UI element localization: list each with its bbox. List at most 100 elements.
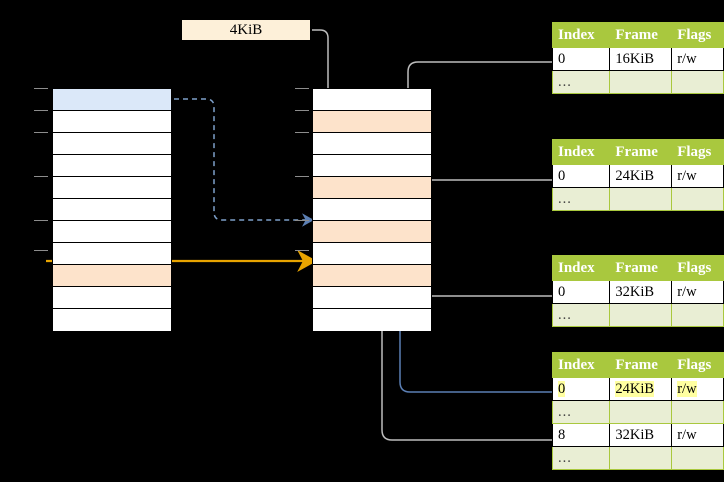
ruler-tick [295, 176, 309, 177]
table-ellipsis-row: ... [551, 187, 724, 211]
page-size-label: 4KiB [182, 20, 310, 40]
cell-frame: 24KiB [609, 377, 673, 401]
cell-index: ... [551, 400, 611, 424]
cell-flags [671, 303, 724, 327]
physical-memory-column [312, 88, 432, 331]
cell-index: 0 [551, 280, 611, 304]
memory-cell [313, 221, 431, 243]
memory-cell [53, 133, 171, 155]
cell-flags: r/w [671, 47, 724, 71]
column-header-frame: Frame [609, 139, 673, 165]
memory-cell [53, 309, 171, 331]
highlighted-value: 0 [558, 380, 566, 397]
column-header-frame: Frame [609, 352, 673, 378]
memory-cell [313, 155, 431, 177]
table-row: 0 24KiB r/w [551, 377, 724, 401]
ruler-tick [295, 250, 309, 251]
cell-index: 8 [551, 423, 611, 447]
ruler-tick [34, 88, 48, 89]
ruler-tick [295, 220, 309, 221]
memory-cell [313, 265, 431, 287]
column-header-index: Index [551, 139, 611, 165]
column-header-flags: Flags [671, 352, 724, 378]
memory-cell [53, 199, 171, 221]
ruler-tick [295, 110, 309, 111]
memory-cell [53, 287, 171, 309]
ruler-tick [34, 220, 48, 221]
table-ellipsis-row: ... [551, 303, 724, 327]
cell-flags: r/w [671, 280, 724, 304]
cell-flags: r/w [671, 164, 724, 188]
cell-flags [671, 400, 724, 424]
cell-flags [671, 187, 724, 211]
ruler-tick [295, 88, 309, 89]
cell-frame [609, 400, 673, 424]
memory-cell [313, 177, 431, 199]
cell-index: ... [551, 187, 611, 211]
column-header-flags: Flags [671, 139, 724, 165]
cell-index: 0 [551, 164, 611, 188]
column-header-frame: Frame [609, 255, 673, 281]
memory-cell [53, 177, 171, 199]
cell-frame: 32KiB [609, 280, 673, 304]
cell-index: 0 [551, 47, 611, 71]
ruler-tick [34, 250, 48, 251]
highlighted-value: r/w [677, 380, 697, 397]
cell-index: ... [551, 303, 611, 327]
table-ellipsis-row: ... [551, 446, 724, 470]
memory-cell [313, 199, 431, 221]
cell-index: ... [551, 70, 611, 94]
column-header-index: Index [551, 352, 611, 378]
ruler-tick [34, 110, 48, 111]
cell-frame: 16KiB [609, 47, 673, 71]
connector-table2-to-frame [411, 179, 556, 212]
table-ellipsis-row: ... [551, 70, 724, 94]
cell-index: 0 [551, 377, 611, 401]
virtual-address-space-column [52, 88, 172, 331]
memory-cell [53, 265, 171, 287]
cell-frame [609, 446, 673, 470]
column-header-index: Index [551, 255, 611, 281]
cell-flags [671, 446, 724, 470]
ruler-tick [34, 132, 48, 133]
column-header-flags: Flags [671, 255, 724, 281]
cell-index: ... [551, 446, 611, 470]
memory-cell [53, 155, 171, 177]
ruler-tick [34, 176, 48, 177]
column-header-index: Index [551, 22, 611, 48]
table-ellipsis-row: ... [551, 400, 724, 424]
cell-flags: r/w [671, 377, 724, 401]
memory-cell [313, 309, 431, 331]
column-header-frame: Frame [609, 22, 673, 48]
cell-frame [609, 70, 673, 94]
memory-cell [313, 243, 431, 265]
cell-flags [671, 70, 724, 94]
memory-cell [313, 111, 431, 133]
cell-frame: 32KiB [609, 423, 673, 447]
memory-cell [53, 111, 171, 133]
highlighted-value: 24KiB [615, 380, 655, 397]
memory-cell [53, 221, 171, 243]
memory-cell [53, 243, 171, 265]
cell-flags: r/w [671, 423, 724, 447]
cell-frame: 24KiB [609, 164, 673, 188]
connector-virtual-blue-to-physical [174, 98, 314, 227]
cell-frame [609, 303, 673, 327]
cell-frame [609, 187, 673, 211]
memory-cell [53, 89, 171, 111]
memory-cell [313, 133, 431, 155]
ruler-tick [295, 132, 309, 133]
memory-cell [313, 89, 431, 111]
